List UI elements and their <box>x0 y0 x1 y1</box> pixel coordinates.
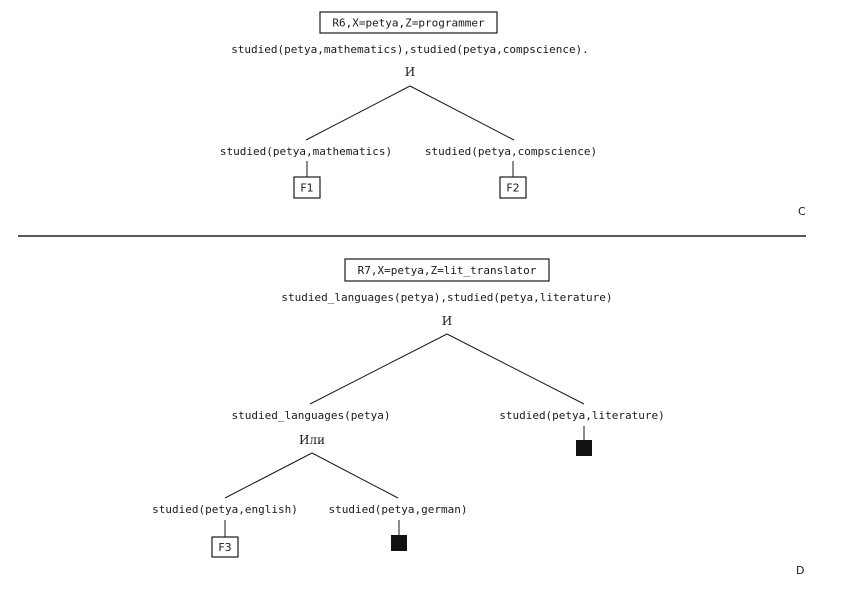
goal-d-right: studied(petya,literature) <box>499 409 665 422</box>
goal-c: studied(petya,mathematics),studied(petya… <box>231 43 589 56</box>
or-node-d: Или <box>299 433 325 447</box>
goal-d-left: studied_languages(petya) <box>232 409 391 422</box>
fact-f3-label: F3 <box>218 541 231 554</box>
terminal-leaf-literature <box>576 440 592 456</box>
edge-or-left <box>224 452 313 499</box>
section-d: R7,X=petya,Z=lit_translator studied_lang… <box>152 258 804 577</box>
rule-r6-box <box>319 11 498 34</box>
fact-f1-box <box>293 176 321 199</box>
rule-r6-label: R6,X=petya,Z=programmer <box>332 17 485 30</box>
edge-d-left <box>309 333 448 405</box>
corner-letter-c: C <box>798 205 806 218</box>
goal-or-right: studied(petya,german) <box>328 503 467 516</box>
rule-r7-box <box>344 258 550 282</box>
terminal-leaf-german <box>391 535 407 551</box>
and-node-c: И <box>405 65 415 79</box>
fact-f2-label: F2 <box>506 182 519 195</box>
fact-f2-box <box>499 176 527 199</box>
and-node-d: И <box>442 314 452 328</box>
rule-r7-label: R7,X=petya,Z=lit_translator <box>358 264 537 277</box>
goal-c-right: studied(petya,compscience) <box>425 145 597 158</box>
goal-or-left: studied(petya,english) <box>152 503 298 516</box>
edge-c-right <box>409 85 515 141</box>
fact-f1-label: F1 <box>300 182 313 195</box>
section-c: R6,X=petya,Z=programmer studied(petya,ma… <box>220 11 806 218</box>
edge-or-right <box>311 452 399 499</box>
goal-c-left: studied(petya,mathematics) <box>220 145 392 158</box>
edge-c-left <box>305 85 411 141</box>
corner-letter-d: D <box>796 564 804 577</box>
edge-d-right <box>446 333 585 405</box>
fact-f3-box <box>211 536 239 558</box>
goal-d: studied_languages(petya),studied(petya,l… <box>281 291 612 304</box>
